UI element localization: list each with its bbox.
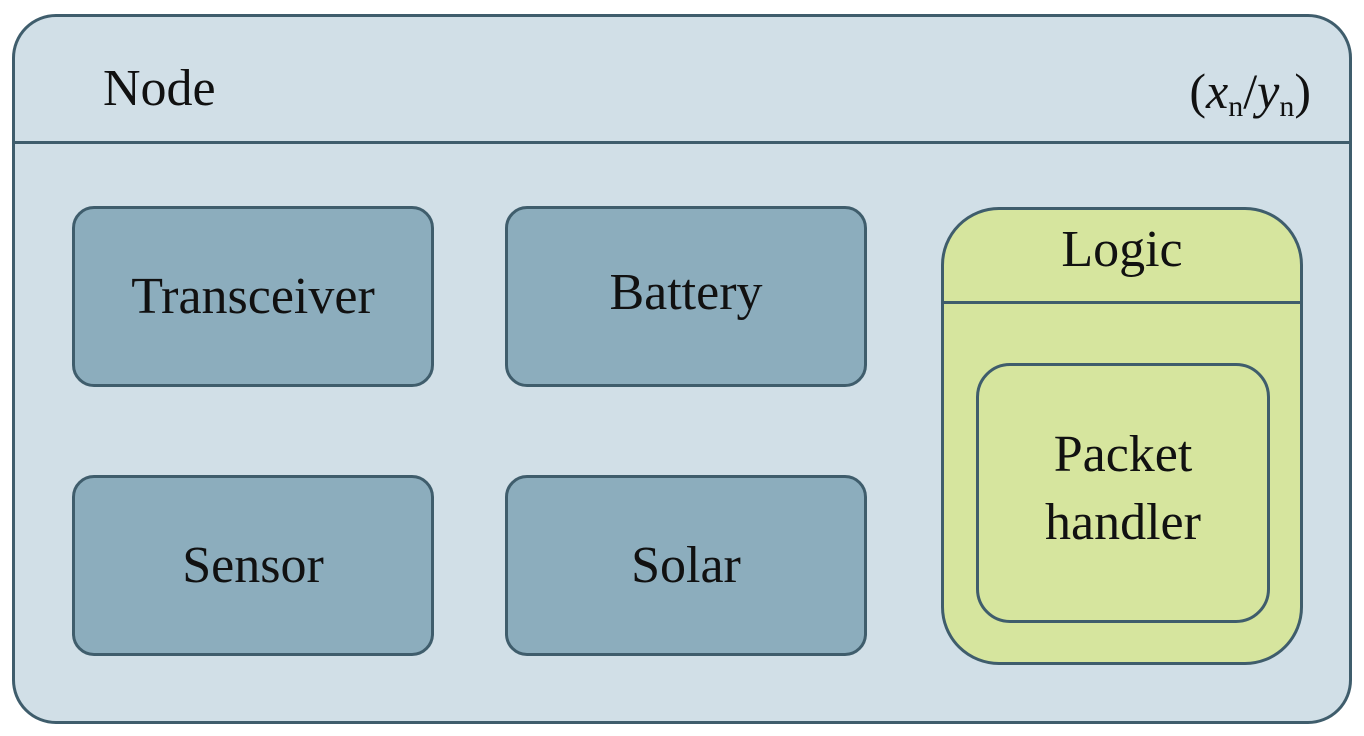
node-header: Node (xn/yn) xyxy=(15,17,1349,144)
coords-y-subscript: n xyxy=(1279,90,1295,123)
node-coordinates: (xn/yn) xyxy=(1189,61,1311,123)
coords-slash: / xyxy=(1243,63,1258,119)
coords-open-paren: ( xyxy=(1189,63,1207,119)
coords-x-subscript: n xyxy=(1228,90,1244,123)
coords-y: y xyxy=(1257,63,1280,119)
sensor-label: Sensor xyxy=(182,536,324,594)
coords-x: x xyxy=(1206,63,1229,119)
battery-box: Battery xyxy=(505,206,867,387)
battery-label: Battery xyxy=(609,263,763,321)
transceiver-box: Transceiver xyxy=(72,206,434,387)
packet-handler-box: Packet handler xyxy=(976,363,1270,623)
node-box: Node (xn/yn) Transceiver Battery Sensor … xyxy=(12,14,1352,724)
solar-box: Solar xyxy=(505,475,867,656)
solar-label: Solar xyxy=(631,536,741,594)
coords-close-paren: ) xyxy=(1294,63,1311,119)
transceiver-label: Transceiver xyxy=(131,267,375,325)
logic-title: Logic xyxy=(1061,220,1183,278)
logic-header: Logic xyxy=(944,210,1300,304)
node-title: Node xyxy=(103,60,216,117)
sensor-box: Sensor xyxy=(72,475,434,656)
logic-box: Logic Packet handler xyxy=(941,207,1303,665)
packet-handler-label-line1: Packet xyxy=(1053,426,1193,483)
packet-handler-label-line2: handler xyxy=(1045,494,1201,551)
